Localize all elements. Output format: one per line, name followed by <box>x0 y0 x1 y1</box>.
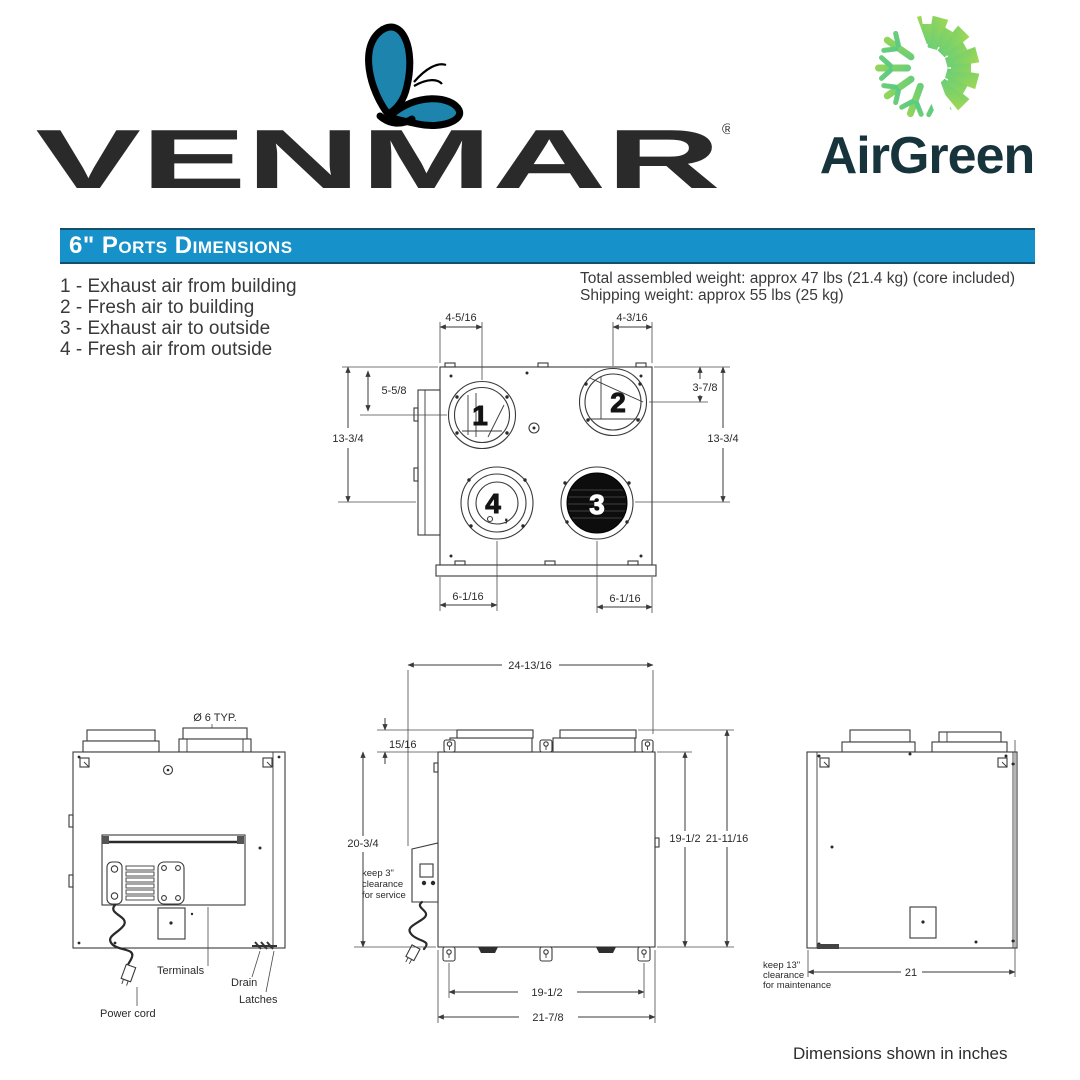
latches-label: Latches <box>239 994 278 1006</box>
mounting-brackets <box>442 739 654 962</box>
service-clearance-note: keep 3" <box>362 868 394 879</box>
dim-label: 24-13/16 <box>508 660 551 672</box>
dim-label: 19-1/2 <box>669 833 700 845</box>
service-clearance-note: clearance <box>362 879 403 890</box>
maintenance-clearance-note: for maintenance <box>763 980 831 991</box>
latch-detail <box>252 941 277 950</box>
port-2-label: 2 <box>610 387 626 418</box>
shipping-weight: Shipping weight: approx 55 lbs (25 kg) <box>580 287 844 304</box>
section-title: 6" Ports Dimensions <box>69 232 293 259</box>
front-view-dimensions: 24-13/16 15/16 20-3/4 keep 3" clearance … <box>347 660 748 1024</box>
butterfly-icon <box>365 23 464 129</box>
assembled-weight: Total assembled weight: approx 47 lbs (2… <box>580 270 1016 287</box>
airgreen-logo: AirGreen <box>782 10 1072 182</box>
drain-label: Drain <box>231 977 257 989</box>
dim-label: 19-1/2 <box>531 987 562 999</box>
venmar-logo: VENMAR ® <box>36 23 730 206</box>
junction-box <box>157 907 186 940</box>
section-banner: 6" Ports Dimensions <box>60 228 1035 264</box>
junction-box <box>909 906 937 939</box>
duct-stubs <box>841 729 1008 753</box>
dim-label: 21-7/8 <box>532 1012 563 1024</box>
power-plug <box>120 963 137 986</box>
vent-slats <box>125 865 155 901</box>
terminals-label: Terminals <box>157 965 205 977</box>
airgreen-snowflake-sun-icon <box>875 10 980 126</box>
ports-view-drawing: 1 2 , 4 <box>332 312 739 613</box>
drain-detail <box>817 944 839 949</box>
port-1: 1 <box>447 380 517 450</box>
weight-notes: Total assembled weight: approx 47 lbs (2… <box>580 270 1015 304</box>
service-clearance-note: for service <box>362 890 406 901</box>
dim-label: 6-1/16 <box>609 593 640 605</box>
port-3-label: 3 <box>589 489 605 520</box>
dim-label: 5-5/8 <box>381 385 406 397</box>
callout-leaders <box>136 907 275 1006</box>
electrical-box <box>101 834 262 906</box>
power-cord-label: Power cord <box>100 1008 156 1020</box>
duct-stubs <box>82 727 252 753</box>
venmar-registered-mark: ® <box>722 121 730 138</box>
dim-label: 4-3/16 <box>616 312 647 324</box>
dim-label: 20-3/4 <box>347 838 378 850</box>
dim-label: 21 <box>905 967 917 979</box>
dim-label: 3-7/8 <box>692 382 717 394</box>
power-cord <box>109 903 134 973</box>
right-side-dimensions: 21 keep 13" clearance for maintenance <box>763 740 1016 991</box>
right-side-view-drawing: 21 keep 13" clearance for maintenance <box>763 729 1018 991</box>
dim-label: 13-3/4 <box>707 433 738 445</box>
port-4-tick: , <box>504 508 508 525</box>
port-legend: 1 - Exhaust air from building 2 - Fresh … <box>60 276 297 360</box>
port-4: , 4 <box>460 466 534 540</box>
dim-label: 6-1/16 <box>452 591 483 603</box>
electrical-box-side <box>411 842 439 903</box>
legend-item: 2 - Fresh air to building <box>60 297 255 318</box>
cabinet-outline <box>806 751 1018 949</box>
maintenance-clearance-note: clearance <box>763 970 804 981</box>
port-3: 3 <box>560 466 634 540</box>
dim-label: 15/16 <box>389 739 417 751</box>
dim-label: 4-5/16 <box>445 312 476 324</box>
port-2: 2 <box>578 367 648 437</box>
units-note: Dimensions shown in inches <box>793 1044 1008 1063</box>
legend-item: 1 - Exhaust air from building <box>60 276 297 297</box>
ports-view-dimensions: 4-5/16 4-3/16 5-5/8 13-3/4 3-7/8 <box>332 312 739 613</box>
airgreen-wordmark: AirGreen <box>819 127 1036 185</box>
dim-label: 21-11/16 <box>706 833 749 845</box>
power-plug <box>405 944 421 965</box>
maintenance-clearance-note: keep 13" <box>763 960 800 971</box>
legend-item: 4 - Fresh air from outside <box>60 339 273 360</box>
venmar-wordmark: VENMAR <box>36 112 721 206</box>
front-view-drawing: 24-13/16 15/16 20-3/4 keep 3" clearance … <box>347 660 748 1024</box>
port-1-label: 1 <box>472 400 488 431</box>
port-4-label: 4 <box>485 488 501 519</box>
side-flange <box>417 389 441 536</box>
cabinet-outline <box>433 729 660 948</box>
dim-label: 13-3/4 <box>332 433 363 445</box>
left-side-view-drawing: Ø 6 TYP. <box>68 712 286 1020</box>
duct-diameter-note: Ø 6 TYP. <box>193 712 237 724</box>
legend-item: 3 - Exhaust air to outside <box>60 318 271 339</box>
power-cord <box>408 900 428 951</box>
